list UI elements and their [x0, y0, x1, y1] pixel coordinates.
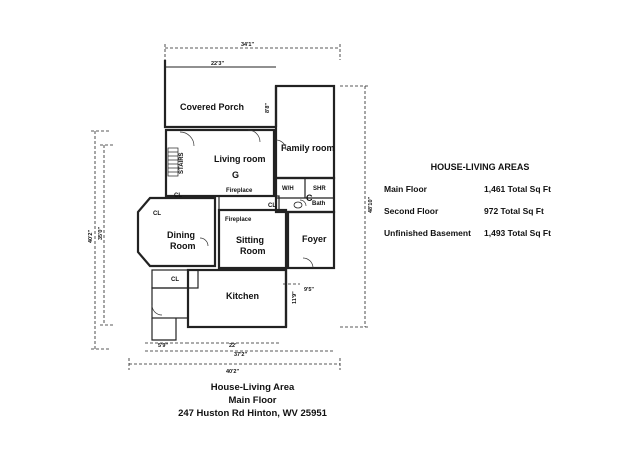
caption-line-3: 247 Huston Rd Hinton, WV 25951: [178, 408, 327, 419]
dim-right-outer: 48'10": [368, 196, 374, 213]
area-value: 1,461 Total Sq Ft: [484, 184, 551, 194]
area-row-main-floor: Main Floor 1,461 Total Sq Ft: [384, 184, 584, 206]
area-row-second-floor: Second Floor 972 Total Sq Ft: [384, 206, 584, 228]
door-swings: [151, 129, 314, 316]
walls: [136, 60, 336, 341]
room-label-kitchen: Kitchen: [226, 291, 259, 301]
closet-label-dining: CL: [153, 211, 161, 217]
dim-left-inner: 35'0": [98, 227, 104, 240]
dim-top-overall: 34'1": [241, 42, 254, 48]
area-value: 972 Total Sq Ft: [484, 206, 544, 216]
label-fireplace-lower: Fireplace: [225, 217, 252, 223]
room-label-covered-porch: Covered Porch: [180, 102, 244, 112]
living-room-mark: G: [232, 170, 239, 180]
label-shr: SHR: [313, 186, 326, 192]
room-label-foyer: Foyer: [302, 234, 327, 244]
dim-bottom-overall: 40'2": [226, 369, 239, 375]
dim-foyer-side: 11'9": [292, 291, 298, 304]
area-label: Second Floor: [384, 206, 439, 216]
dim-porch-width: 22'3": [211, 61, 224, 67]
area-value: 1,493 Total Sq Ft: [484, 228, 551, 238]
dim-porch-depth: 8'8": [265, 103, 271, 113]
plan-caption: House-Living Area Main Floor 247 Huston …: [140, 381, 365, 420]
dim-left-outer: 40'2": [88, 230, 94, 243]
caption-line-2: Main Floor: [228, 395, 277, 406]
area-label: Unfinished Basement: [384, 228, 471, 238]
area-label: Main Floor: [384, 184, 427, 194]
dim-bottom-left: 5'9": [158, 343, 168, 349]
dim-right-small: 9'5": [304, 287, 314, 293]
room-label-dining: Dining: [167, 230, 195, 240]
room-label-living-room: Living room: [214, 154, 266, 164]
room-label-family-room: Family room: [281, 143, 335, 153]
room-label-sitting-room: Room: [240, 246, 266, 256]
label-wh: W/H: [282, 186, 294, 192]
dim-bottom-inner: 37'2": [234, 352, 247, 358]
closet-label-living: CL: [174, 193, 182, 199]
dimension-lines: [91, 44, 370, 370]
living-areas-title: HOUSE-LIVING AREAS: [430, 162, 530, 172]
living-areas-table: HOUSE-LIVING AREAS Main Floor 1,461 Tota…: [384, 162, 584, 250]
stairs-icon: [167, 147, 179, 177]
dim-bottom-mid: 22': [229, 343, 237, 349]
room-label-dining-room: Room: [170, 241, 196, 251]
closet-label-left: CL: [171, 277, 179, 283]
area-row-basement: Unfinished Basement 1,493 Total Sq Ft: [384, 228, 584, 250]
label-stairs: STAIRS: [179, 152, 185, 174]
caption-line-1: House-Living Area: [210, 382, 295, 393]
toilet-icon: [293, 201, 303, 209]
label-fireplace-upper: Fireplace: [226, 188, 253, 194]
bath-mark: C: [306, 193, 313, 203]
room-label-sitting: Sitting: [236, 235, 264, 245]
closet-label-center: CL: [268, 203, 276, 209]
room-label-bath: Bath: [312, 201, 326, 207]
